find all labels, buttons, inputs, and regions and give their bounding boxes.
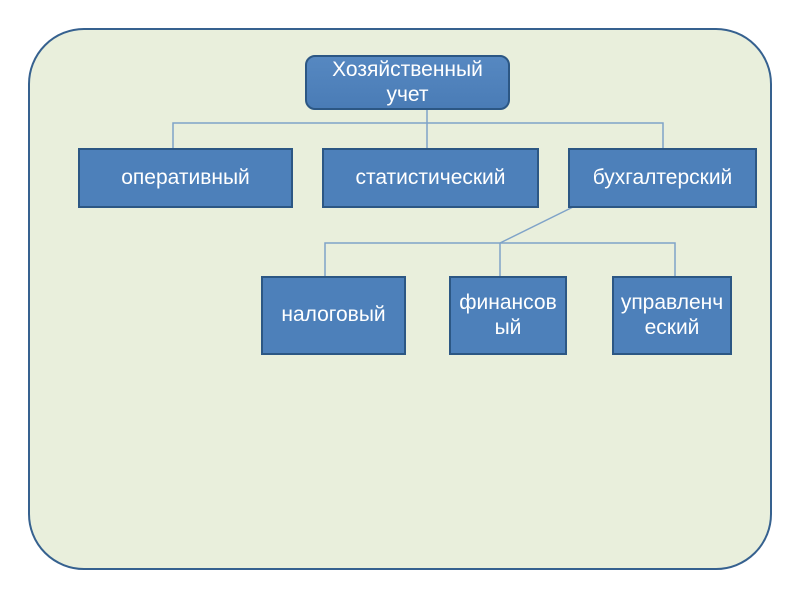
node-operational[interactable]: оперативный	[78, 148, 293, 208]
node-financial-label: финансов ый	[459, 291, 557, 339]
node-root[interactable]: Хозяйственный учет	[305, 55, 510, 110]
node-tax[interactable]: налоговый	[261, 276, 406, 355]
node-operational-label: оперативный	[121, 165, 250, 189]
node-statistical-label: статистический	[355, 165, 506, 189]
node-accounting-label: бухгалтерский	[592, 165, 733, 189]
node-managerial-label: управленч еский	[620, 291, 724, 339]
node-accounting[interactable]: бухгалтерский	[568, 148, 757, 208]
node-managerial[interactable]: управленч еский	[612, 276, 732, 355]
node-root-label: Хозяйственный учет	[332, 58, 483, 106]
node-financial[interactable]: финансов ый	[449, 276, 567, 355]
node-statistical[interactable]: статистический	[322, 148, 539, 208]
node-tax-label: налоговый	[281, 303, 386, 327]
